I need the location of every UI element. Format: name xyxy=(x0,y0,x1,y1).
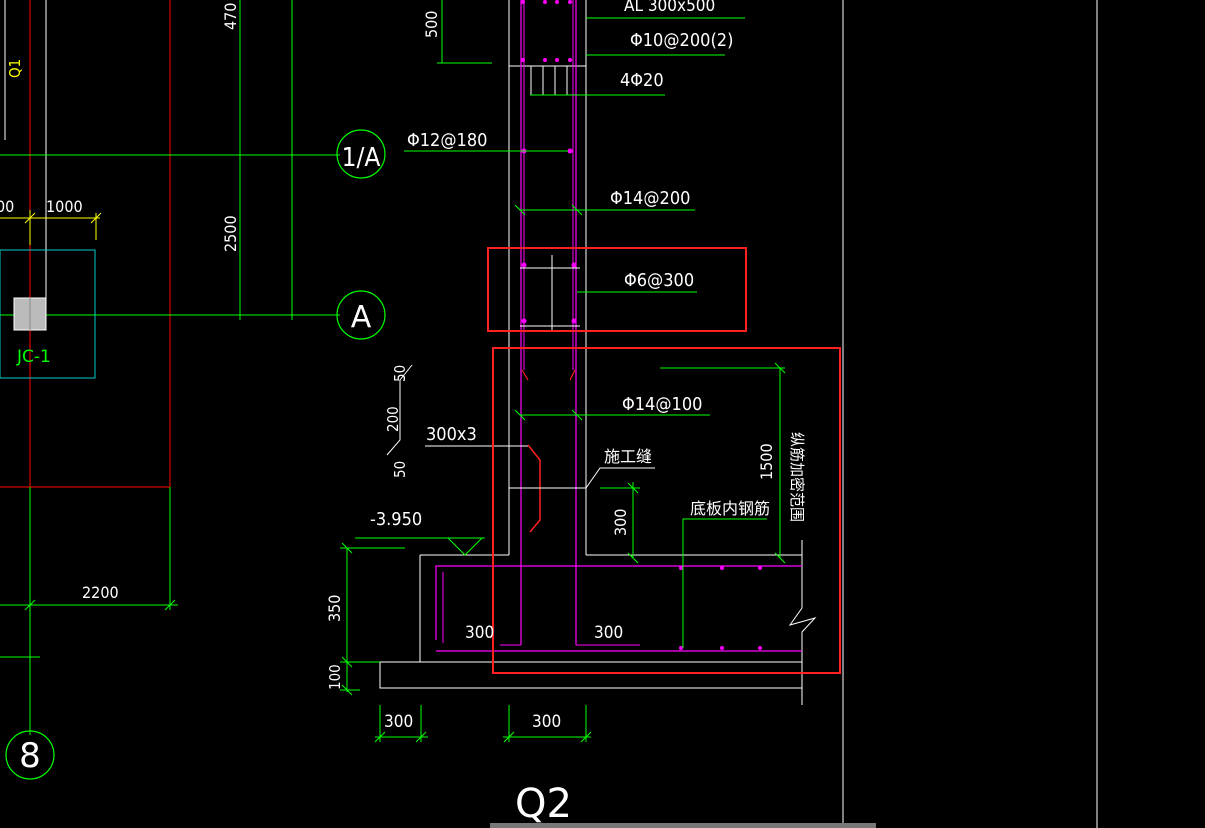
highlight-box-tie-bar[interactable] xyxy=(487,247,747,332)
label-dense-zone: 纵筋加密范围 xyxy=(788,432,806,522)
axis-bubble-8 xyxy=(5,730,55,780)
label-wall-vertical-rebar-upper: Φ14@200 xyxy=(610,188,690,209)
label-bottom-rebar: 底板内钢筋 xyxy=(690,499,770,518)
dimension-text-2200: 2200 xyxy=(82,583,119,602)
tick xyxy=(90,212,102,224)
waterstop-mark xyxy=(569,369,576,381)
beam-stirrup-ticks xyxy=(530,66,568,95)
label-wall-vertical-rebar-lower: Φ14@100 xyxy=(622,394,702,415)
dimension-text-350: 350 xyxy=(325,595,344,622)
dimension-text-50-top: 50 xyxy=(391,365,409,382)
label-long-bars: 4Φ20 xyxy=(620,70,664,91)
label-tie-bar: Φ6@300 xyxy=(624,270,694,291)
dimension-text-300-bottom-b: 300 xyxy=(532,712,561,732)
axis-bubble-1a xyxy=(336,129,386,179)
footing-jc1-outline xyxy=(0,249,96,379)
label-wall-horizontal-rebar: Φ12@180 xyxy=(407,130,487,151)
wall-label-q1: Q1 xyxy=(6,59,24,78)
waterstop-plate xyxy=(527,444,541,533)
tick xyxy=(24,599,36,611)
left-plan-view: 8 Q1 470 2500 00 1000 JC-1 2200 xyxy=(0,0,340,780)
dimension-text-300-left-bar: 300 xyxy=(465,623,494,643)
dimension-text-200: 200 xyxy=(384,406,402,432)
dimension-text-50-bottom: 50 xyxy=(391,461,409,478)
dimension-text-300-bottom-a: 300 xyxy=(384,712,413,732)
frame-lines xyxy=(842,0,1098,828)
dimension-text-300-right-bar: 300 xyxy=(594,623,623,643)
waterstop-mark xyxy=(521,369,529,381)
section-title-q2: Q2 xyxy=(515,781,572,827)
break-line xyxy=(788,540,817,705)
slab-top-rebar xyxy=(435,565,802,640)
dimension-text-2500: 2500 xyxy=(221,215,240,252)
footing-label-jc1: JC-1 xyxy=(16,347,51,367)
dimension-text-470: 470 xyxy=(221,3,240,30)
axis-bubble-a xyxy=(336,290,386,340)
tie-bar xyxy=(520,255,580,332)
axis-bubbles: 1/A A xyxy=(336,129,386,340)
dimension-text-1500: 1500 xyxy=(757,443,776,480)
tick xyxy=(24,212,36,224)
section-detail-q2: AL 300x500 Φ10@200(2) 4Φ20 Φ12@180 Φ14@2… xyxy=(325,0,841,827)
dimension-text-00: 00 xyxy=(0,197,14,216)
dimension-text-100: 100 xyxy=(326,664,344,690)
dimension-text-1000: 1000 xyxy=(46,197,83,216)
leader-lines xyxy=(340,0,786,743)
label-waterstop: 300x3 xyxy=(426,424,477,445)
beam-rebar-dots xyxy=(521,0,762,650)
text-leaders xyxy=(386,364,655,489)
dimension-text-300-joint: 300 xyxy=(611,509,630,536)
label-beam-stirrup: Φ10@200(2) xyxy=(630,30,733,51)
label-beam: AL 300x500 xyxy=(624,0,715,16)
label-construction-joint: 施工缝 xyxy=(604,447,652,466)
dimension-text-500: 500 xyxy=(422,11,441,38)
highlight-box-base-joint[interactable] xyxy=(492,347,841,674)
axis-label-a: A xyxy=(351,300,372,335)
label-elevation: -3.950 xyxy=(370,509,422,530)
axis-label-8: 8 xyxy=(19,736,41,776)
axis-label-1a: 1/A xyxy=(342,143,381,173)
horizontal-scrollbar[interactable] xyxy=(490,823,876,828)
